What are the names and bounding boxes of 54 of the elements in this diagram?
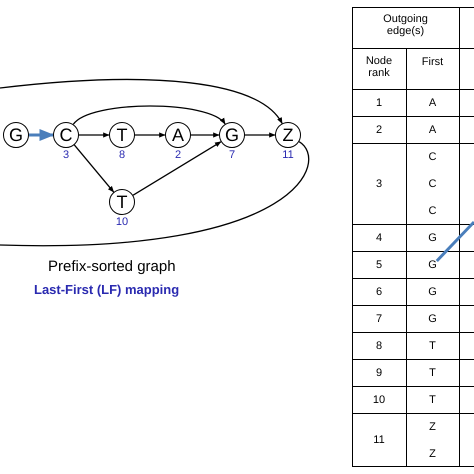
rank-number: 1 — [376, 97, 382, 109]
rank-number: 10 — [116, 216, 128, 228]
base-letter: C — [428, 205, 436, 218]
arrow — [135, 132, 166, 138]
node-circle: T — [109, 189, 135, 215]
rank-number: 2 — [174, 149, 182, 161]
rank-number: 4 — [376, 232, 382, 244]
base-letter: Z — [429, 420, 436, 432]
base-letter: T — [429, 367, 436, 379]
connector-line — [436, 220, 474, 262]
node-circle: Z — [275, 122, 301, 148]
base-letter: G — [428, 313, 437, 325]
arrow — [79, 132, 110, 138]
base-letter: A — [428, 97, 436, 109]
column-header: Node rank — [364, 55, 394, 79]
base-letter: G — [428, 286, 437, 298]
base-letter: G — [428, 232, 437, 244]
node-circle: C — [53, 122, 79, 148]
base-letter: G — [428, 259, 437, 271]
base-letter: C — [428, 178, 436, 190]
rank-number: 11 — [282, 149, 294, 161]
base-letter: C — [428, 150, 436, 163]
rank-number: 5 — [376, 259, 382, 271]
rank-number: 3 — [376, 178, 382, 190]
column-header: First — [422, 56, 444, 68]
column-header: Outgoing edge(s) — [382, 13, 429, 37]
base-letter: Z — [429, 448, 436, 460]
node-circle: G — [219, 122, 245, 148]
rank-number: 7 — [228, 149, 236, 161]
rank-number: 8 — [118, 149, 126, 161]
caption: Prefix-sorted graph — [48, 258, 176, 275]
rank-number: 9 — [376, 367, 382, 379]
rank-number: 3 — [62, 149, 70, 161]
node-circle: G — [3, 122, 29, 148]
arrow — [191, 132, 220, 138]
connector-line — [0, 141, 310, 246]
rank-number: 10 — [372, 394, 386, 406]
rank-number: 7 — [376, 313, 382, 325]
rank-number: 2 — [376, 124, 382, 136]
arrow — [29, 129, 54, 141]
rank-number: 6 — [376, 286, 382, 298]
base-letter: A — [428, 124, 436, 136]
rank-number: 11 — [373, 434, 385, 446]
arrow — [74, 144, 114, 193]
legend-text: Last-First (LF) mapping — [34, 282, 180, 297]
arrow — [245, 132, 276, 138]
arrow — [0, 78, 283, 124]
arrow — [72, 105, 226, 125]
base-letter: T — [429, 340, 436, 352]
arrow — [132, 141, 222, 196]
node-circle: T — [109, 122, 135, 148]
rank-number: 8 — [376, 340, 382, 352]
base-letter: T — [429, 394, 436, 406]
node-circle: A — [165, 122, 191, 148]
